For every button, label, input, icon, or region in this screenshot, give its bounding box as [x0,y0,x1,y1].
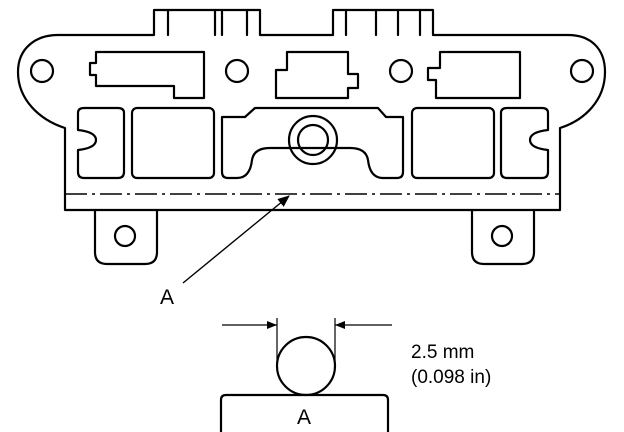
pocket-center [220,106,405,180]
mounting-lug-left [93,208,159,266]
detail-label-a: A [297,406,311,429]
bolt-hole-right [569,58,595,84]
pocket-right [410,106,496,180]
pocket-right-slot [499,106,550,180]
bead-section [275,335,337,397]
pocket-left-slot [76,106,126,180]
center-boss-inner [296,123,330,157]
dimension-metric: 2.5 mm [411,342,474,363]
plate-outline [16,8,607,212]
port-recess-1 [88,50,206,100]
mounting-lug-right [470,208,536,266]
port-recess-3 [426,50,522,100]
bolt-hole-center-right [388,58,414,84]
dimension-imperial: (0.098 in) [411,367,491,388]
bolt-hole-center-left [224,58,250,84]
callout-leader [182,195,290,284]
port-recess-2 [274,50,360,100]
pocket-left [130,106,216,180]
callout-label-a: A [160,286,174,309]
detail-a: 2.5 mm (0.098 in) A [219,318,491,432]
bolt-hole-left [29,58,55,84]
center-boss-outer [287,114,339,166]
